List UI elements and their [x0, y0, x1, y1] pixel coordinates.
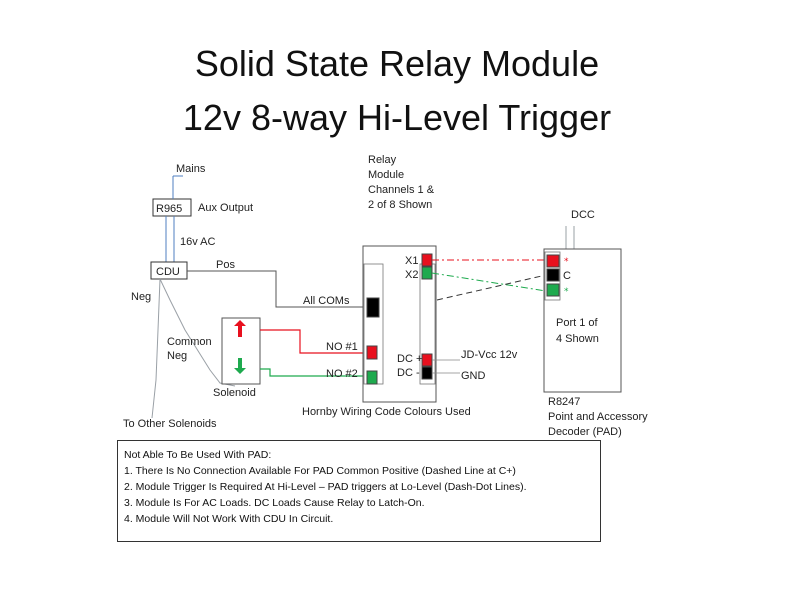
- x1-terminal: [421, 253, 433, 267]
- pad-red-star-icon: *: [564, 257, 569, 267]
- x2-terminal: [421, 266, 433, 280]
- no1-label: NO #1: [326, 341, 358, 353]
- r8247-label-2: Point and Accessory: [548, 411, 648, 423]
- pad-red-terminal: [546, 254, 560, 268]
- solenoid-green-arrow-icon: [234, 358, 246, 374]
- no1-terminal: [366, 345, 378, 360]
- r8247-label-3: Decoder (PAD): [548, 426, 622, 438]
- dcc-label: DCC: [571, 209, 595, 221]
- x2-dashdot-line: [431, 272, 547, 292]
- notes-item-4: 4. Module Will Not Work With CDU In Circ…: [124, 513, 334, 525]
- dc-plus-terminal: [421, 353, 433, 367]
- mains-label: Mains: [176, 163, 206, 175]
- relay-label-2: Module: [368, 169, 404, 181]
- no1-wire: [260, 329, 365, 354]
- aux-output-label: Aux Output: [198, 202, 253, 214]
- jd-vcc-label: JD-Vcc 12v: [461, 349, 518, 361]
- solenoid-red-arrow-icon: [234, 320, 246, 337]
- dc-minus-label: DC -: [397, 367, 420, 379]
- title-line-1: Solid State Relay Module: [194, 43, 600, 84]
- hornby-label: Hornby Wiring Code Colours Used: [302, 406, 471, 418]
- pos-wire: [187, 270, 370, 308]
- pad-green-terminal: [546, 283, 560, 297]
- cdu-label: CDU: [156, 266, 180, 278]
- no2-terminal: [366, 370, 378, 385]
- all-coms-label: All COMs: [303, 295, 350, 307]
- notes-item-3: 3. Module Is For AC Loads. DC Loads Caus…: [124, 497, 425, 509]
- neg-label: Neg: [131, 291, 151, 303]
- x1-label: X1: [405, 255, 418, 267]
- relay-label-4: 2 of 8 Shown: [368, 199, 432, 211]
- notes-item-2: 2. Module Trigger Is Required At Hi-Leve…: [124, 481, 527, 493]
- dc-plus-label: DC +: [397, 353, 422, 365]
- title-line-2: 12v 8-way Hi-Level Trigger: [182, 97, 612, 138]
- x2-label: X2: [405, 269, 418, 281]
- relay-inner-left: [363, 263, 384, 385]
- notes-heading: Not Able To Be Used With PAD:: [124, 449, 272, 461]
- relay-label-3: Channels 1 &: [368, 184, 435, 196]
- port-label-1: Port 1 of: [556, 317, 599, 329]
- notes-item-1: 1. There Is No Connection Available For …: [124, 465, 516, 477]
- neg-wire: [151, 278, 161, 419]
- pos-label: Pos: [216, 259, 235, 271]
- r965-box: [152, 198, 192, 217]
- pad-c-terminal: [546, 268, 560, 282]
- no2-label: NO #2: [326, 368, 358, 380]
- r8247-label-1: R8247: [548, 396, 580, 408]
- port-label-2: 4 Shown: [556, 333, 599, 345]
- common-neg-label-1: Common: [167, 336, 212, 348]
- pad-green-star-icon: *: [564, 287, 569, 297]
- c-label: C: [563, 270, 571, 282]
- relay-label-1: Relay: [368, 154, 397, 166]
- no2-wire: [260, 368, 365, 377]
- gnd-label: GND: [461, 370, 486, 382]
- solenoid-label: Solenoid: [213, 387, 256, 399]
- c-plus-dashed-line: [436, 274, 547, 301]
- 16vac-label: 16v AC: [180, 236, 216, 248]
- to-other-solenoids-label: To Other Solenoids: [123, 418, 217, 430]
- dc-minus-terminal: [421, 366, 433, 380]
- notes-box: Not Able To Be Used With PAD: 1. There I…: [117, 440, 601, 542]
- common-neg-label-2: Neg: [167, 350, 187, 362]
- r965-label: R965: [156, 203, 182, 215]
- all-coms-terminal: [366, 297, 380, 318]
